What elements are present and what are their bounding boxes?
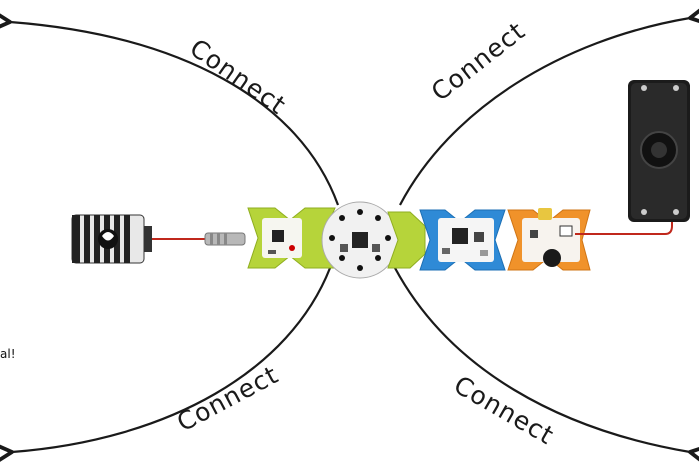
orange-audio-module — [507, 208, 591, 271]
lime-connector-module — [387, 211, 426, 269]
camera-module-icon — [71, 214, 152, 264]
blue-sensor-module — [419, 209, 506, 271]
connect-label-top-left: Connect — [185, 33, 292, 120]
connect-label-bottom-right: Connect — [449, 370, 559, 450]
connect-curve-top-right — [399, 0, 699, 206]
connect-curve-bottom-right — [394, 267, 699, 472]
audio-jack-icon — [152, 232, 246, 246]
connect-label-bottom-left: Connect — [172, 360, 283, 437]
connect-curve-bottom-left — [0, 267, 332, 470]
speaker-module-icon — [628, 80, 690, 222]
core-board-icon — [321, 201, 399, 279]
edge-text: al! — [0, 347, 16, 361]
speaker-wire — [575, 222, 673, 235]
connect-label-top-right: Connect — [426, 16, 531, 107]
connect-curve-top-left — [0, 4, 340, 206]
